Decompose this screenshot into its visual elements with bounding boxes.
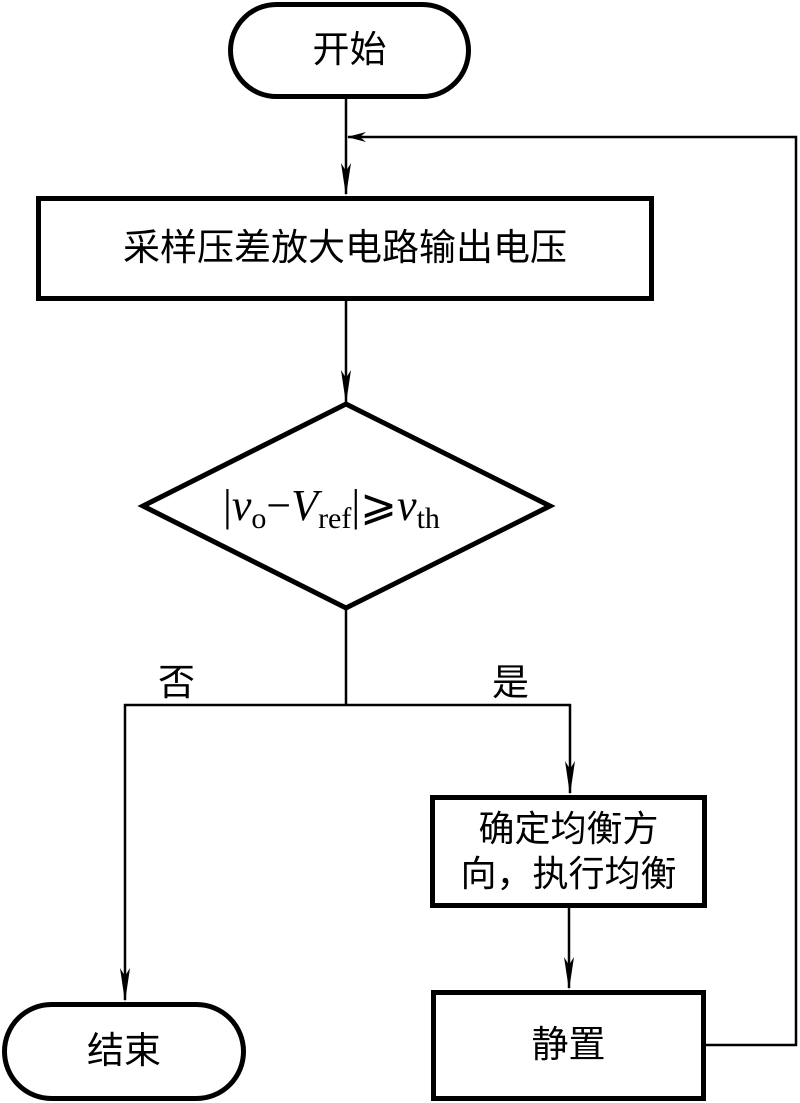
balance-label-line2: 向，执行均衡 (460, 853, 677, 895)
branch-label-yes: 是 (492, 661, 529, 704)
arrowhead-idle (564, 957, 574, 990)
end-label: 结束 (87, 1029, 161, 1073)
decision-condition: |vo−Vref|⩾vth (223, 480, 440, 536)
sub-o: o (251, 502, 267, 535)
end-terminal: 结束 (2, 1002, 246, 1101)
start-terminal: 开始 (228, 2, 471, 99)
arrowhead-loop-join (347, 132, 366, 142)
arrowhead-balance (565, 761, 575, 795)
sample-process-box: 采样压差放大电路输出电压 (36, 196, 654, 301)
geq: ⩾ (360, 481, 398, 530)
minus: − (266, 481, 292, 530)
var-vth: v (397, 481, 417, 530)
abs-open: | (223, 481, 232, 530)
arrowhead-sample (341, 163, 351, 196)
start-label: 开始 (312, 28, 387, 72)
sub-th: th (416, 502, 440, 535)
arrowhead-decision (341, 370, 351, 404)
sample-label: 采样压差放大电路输出电压 (123, 226, 567, 270)
balance-label-line1: 确定均衡方 (478, 808, 659, 850)
edge-idle-loop-back (348, 135, 798, 1047)
balance-process-box: 确定均衡方 向，执行均衡 (430, 795, 707, 908)
arrowhead-end (120, 968, 130, 1002)
sub-ref: ref (318, 502, 352, 535)
var-v: v (231, 481, 252, 530)
idle-label: 静置 (531, 1023, 606, 1067)
abs-close: | (351, 481, 361, 530)
var-V: V (291, 481, 319, 530)
branch-label-no: 否 (158, 661, 195, 704)
idle-process-box: 静置 (431, 990, 706, 1101)
